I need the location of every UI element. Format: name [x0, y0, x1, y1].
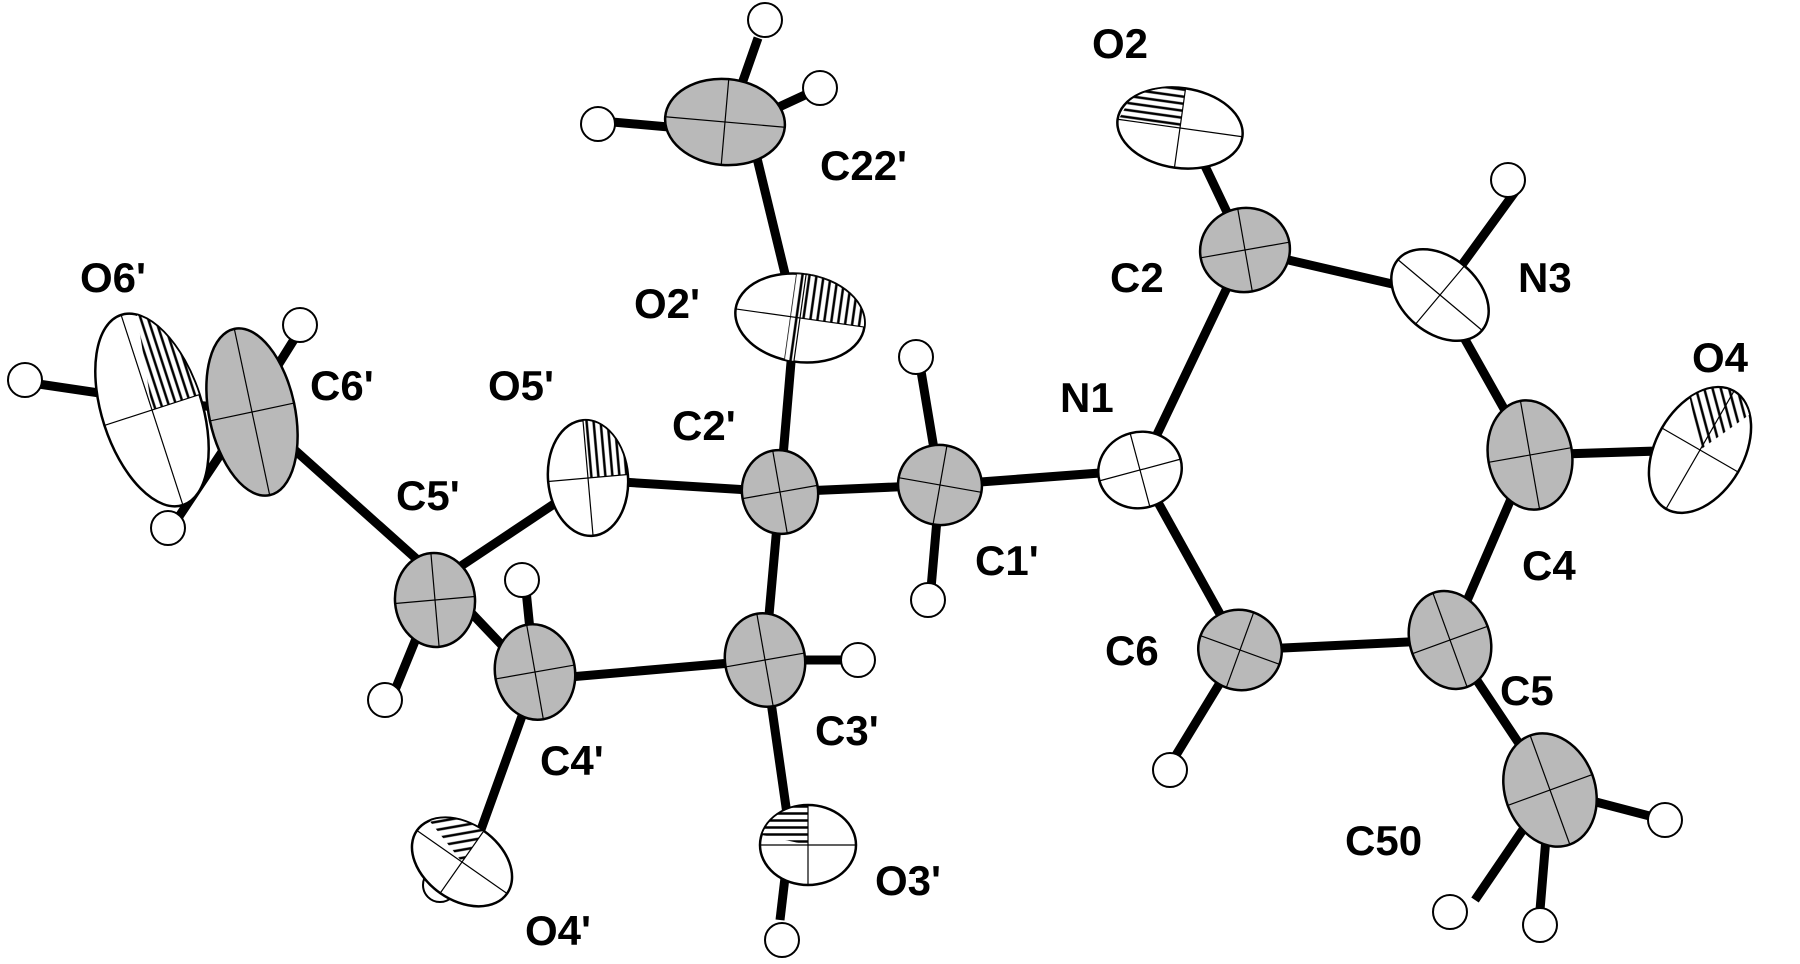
atom-o2 [1116, 86, 1244, 170]
hydrogen-atoms [7, 2, 1683, 958]
label-c50: C50 [1345, 817, 1422, 864]
label-c6p: C6' [310, 362, 374, 409]
label-c5: C5 [1500, 667, 1554, 714]
hydrogen-c22p-b [802, 70, 838, 106]
atom-n3 [1390, 247, 1490, 343]
atom-c22p [663, 77, 787, 167]
atom-c5p [393, 551, 477, 649]
hydrogen-c1p-b [910, 582, 946, 618]
atom-c6 [1196, 608, 1284, 692]
label-o2p: O2' [634, 280, 700, 327]
hydrogen-c5p [367, 682, 403, 718]
label-c22p: C22' [820, 142, 907, 189]
atom-c2 [1198, 206, 1292, 294]
label-c4: C4 [1522, 542, 1576, 589]
atom-o2p [734, 272, 866, 364]
atom-o4 [1647, 385, 1753, 515]
label-c1p: C1' [975, 537, 1039, 584]
label-c2: C2 [1110, 254, 1164, 301]
hydrogen-c6p-b [150, 510, 186, 546]
hydrogen-c22p-c [580, 106, 616, 142]
label-o4: O4 [1692, 334, 1749, 381]
label-o6p: O6' [80, 254, 146, 301]
atom-n1 [1097, 430, 1183, 510]
heavy-atoms [94, 77, 1753, 908]
label-c2p: C2' [672, 402, 736, 449]
label-c4p: C4' [540, 737, 604, 784]
atom-o4p [410, 816, 514, 908]
label-n3: N3 [1518, 254, 1572, 301]
hydrogen-n3 [1490, 162, 1526, 198]
label-c5p: C5' [396, 472, 460, 519]
atom-c1p [896, 443, 984, 527]
label-o3p: O3' [875, 857, 941, 904]
atom-c6p [205, 327, 299, 497]
atom-labels: O2 C22' O6' C2 N3 O2' C6' O4 N1 O5' C5' … [80, 20, 1749, 954]
atom-o5p [546, 418, 630, 538]
hydrogen-c22p-a [747, 2, 783, 38]
atom-c3p [723, 611, 807, 709]
hydrogen-c3p [840, 642, 876, 678]
atom-c2p [740, 448, 820, 536]
atom-c4 [1486, 399, 1574, 511]
atom-c4p [493, 622, 577, 722]
hydrogen-c50-b [1432, 894, 1468, 930]
hydrogen-c6 [1152, 752, 1188, 788]
label-n1: N1 [1060, 374, 1114, 421]
atom-c5 [1407, 589, 1493, 691]
hydrogen-c4p [504, 562, 540, 598]
hydrogen-o3p [764, 922, 800, 958]
label-o4p: O4' [525, 907, 591, 954]
label-c3p: C3' [815, 707, 879, 754]
label-c6: C6 [1105, 627, 1159, 674]
label-o2: O2 [1092, 20, 1148, 67]
hydrogen-c6p-a [282, 307, 318, 343]
hydrogen-o6p [7, 362, 43, 398]
atom-c50 [1502, 732, 1598, 848]
hydrogen-c50-a [1647, 802, 1683, 838]
label-o5p: O5' [488, 362, 554, 409]
atom-o3p [758, 803, 858, 887]
hydrogen-c1p-a [898, 339, 934, 375]
atom-o6p [94, 312, 210, 508]
hydrogen-c50-c [1522, 907, 1558, 943]
